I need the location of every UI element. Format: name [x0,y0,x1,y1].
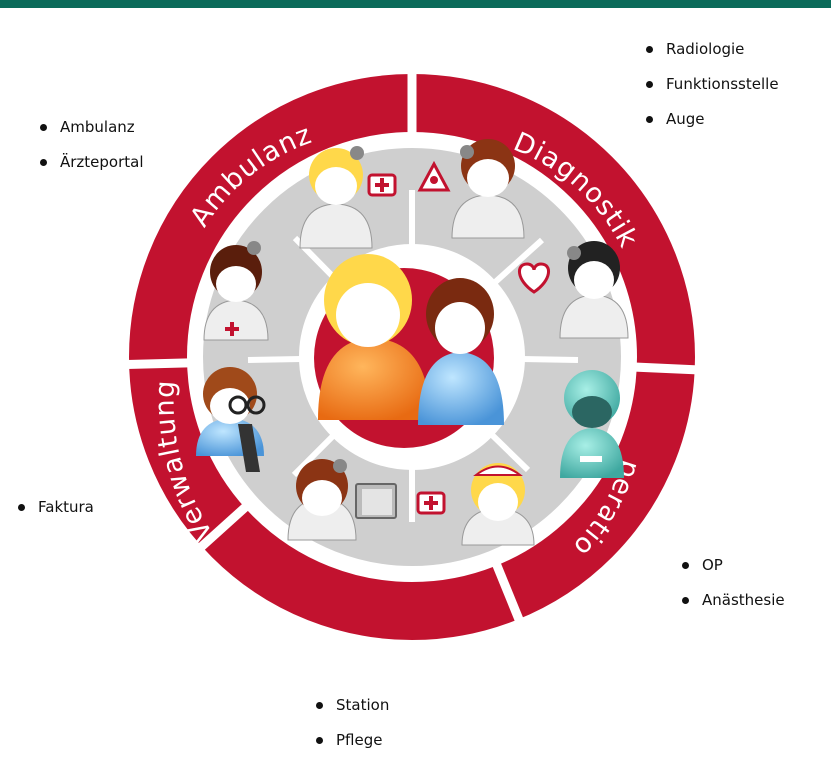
folder-icon [355,483,397,519]
doctor-headmirror-dark-icon [559,241,629,339]
list-item: OP [678,558,785,573]
nurse-icon [461,463,535,546]
list-item: Pflege [312,733,389,748]
surgeon-icon [560,370,624,478]
doctor-headmirror-blonde-icon [299,146,373,249]
list-diagnostik: Radiologie Funktionsstelle Auge [642,42,779,147]
header-bar [0,0,831,8]
heart-icon [518,262,550,294]
list-item: Ambulanz [36,120,144,135]
segment-label-station: Station [341,642,452,680]
list-item: Auge [642,112,779,127]
medical-kit-icon [367,173,397,197]
medical-kit-icon [416,491,446,515]
doctor-red-cross-icon [203,241,269,341]
list-item: Funktionsstelle [642,77,779,92]
list-verwaltung: Faktura [14,500,94,535]
doctor-headmirror-brunette-icon [451,139,525,239]
list-item: Station [312,698,389,713]
list-item: Anästhesie [678,593,785,608]
list-item: Radiologie [642,42,779,57]
list-station: Station Pflege [312,698,389,768]
list-operation: OP Anästhesie [678,558,785,628]
radiation-warning-icon [417,160,451,192]
list-item: Faktura [14,500,94,515]
patient-couple-icon [318,254,504,425]
doctor-headmirror-icon [287,459,357,541]
administrator-glasses-icon [196,367,266,472]
list-item: Ärzteportal [36,155,144,170]
list-ambulanz: Ambulanz Ärzteportal [36,120,144,190]
